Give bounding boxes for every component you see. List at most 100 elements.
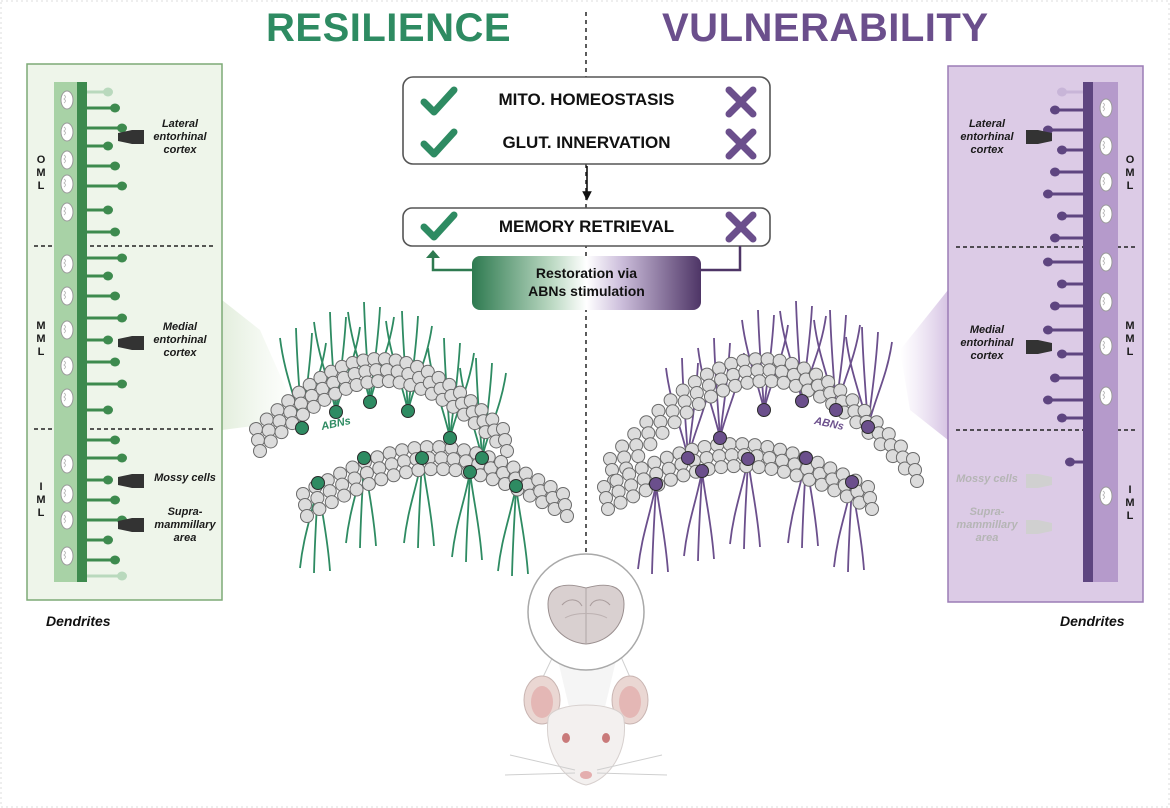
- granule-cell: [638, 483, 653, 498]
- abn-dendrite: [697, 470, 703, 562]
- abn-cell: [357, 451, 371, 465]
- granule-cell: [910, 474, 924, 488]
- granule-cell: [751, 460, 766, 475]
- mitochondrion-icon: [1099, 252, 1113, 272]
- spine-head: [1043, 257, 1053, 267]
- check-icon: [420, 86, 458, 116]
- spine-head: [117, 453, 127, 463]
- granule-cell: [728, 378, 743, 393]
- abn-cell: [829, 403, 843, 417]
- axon-terminal-icon: [1026, 520, 1052, 534]
- spine-head: [110, 103, 120, 113]
- spine-head: [110, 495, 120, 505]
- right-dentate-gyrus: [597, 300, 924, 575]
- abn-cell: [443, 431, 457, 445]
- mitochondrion-icon: [60, 484, 74, 504]
- spine-head: [1050, 105, 1060, 115]
- granule-cell: [789, 468, 804, 483]
- mitochondrion-icon: [1099, 336, 1113, 356]
- abn-cell: [509, 479, 523, 493]
- spine-head: [1050, 167, 1060, 177]
- spine-head: [117, 253, 127, 263]
- spine-head: [110, 161, 120, 171]
- center-flow: [402, 76, 771, 310]
- granule-cell: [386, 468, 401, 483]
- mitochondrion-icon: [60, 122, 74, 142]
- spine-head: [117, 571, 127, 581]
- right-dendrites-caption: Dendrites: [1060, 613, 1125, 629]
- abn-cell: [363, 395, 377, 409]
- spine-head: [103, 405, 113, 415]
- granule-cell: [500, 444, 514, 458]
- memory-retrieval-label: MEMORY RETRIEVAL: [498, 217, 675, 236]
- spine-head: [1050, 301, 1060, 311]
- granule-cell: [399, 465, 414, 480]
- granule-cell: [714, 460, 729, 475]
- granule-cell: [263, 434, 278, 449]
- granule-cell: [691, 396, 706, 411]
- axon-terminal-icon: [118, 336, 144, 350]
- spine-head: [103, 475, 113, 485]
- mitochondrion-icon: [60, 150, 74, 170]
- granule-cell: [676, 468, 691, 483]
- check-icon: [420, 128, 458, 158]
- abn-cell: [295, 421, 309, 435]
- restoration-line-2: ABNs stimulation: [528, 283, 645, 299]
- granule-cell: [312, 501, 327, 516]
- spine-head: [110, 435, 120, 445]
- mitochondrion-icon: [60, 202, 74, 222]
- axon-terminal-icon: [118, 130, 144, 144]
- granule-cell: [643, 437, 658, 452]
- spine-head: [103, 335, 113, 345]
- spine-head: [110, 357, 120, 367]
- granule-cell: [716, 383, 731, 398]
- granule-cell: [655, 425, 670, 440]
- spine-head: [1065, 457, 1075, 467]
- dendrite-core: [1083, 82, 1093, 582]
- mito-homeostasis-label: MITO. HOMEOSTASIS: [498, 90, 675, 109]
- mitochondrion-icon: [60, 510, 74, 530]
- left-dendrites-caption: Dendrites: [46, 613, 111, 629]
- spine-head: [110, 227, 120, 237]
- granule-cell: [802, 472, 817, 487]
- granule-cell: [300, 509, 314, 523]
- spine-head: [1050, 373, 1060, 383]
- granule-cell: [317, 392, 332, 407]
- abn-cell: [861, 420, 875, 434]
- mitochondrion-icon: [1099, 98, 1113, 118]
- cross-icon: [725, 86, 757, 118]
- mitochondrion-icon: [1099, 136, 1113, 156]
- mitochondrion-icon: [1099, 386, 1113, 406]
- right-zoom-fan: [900, 290, 948, 440]
- mitochondrion-icon: [60, 286, 74, 306]
- granule-cell: [601, 502, 615, 516]
- granule-cell: [865, 502, 879, 516]
- cross-icon: [725, 211, 757, 243]
- granule-cell: [626, 489, 641, 504]
- mitochondrion-icon: [60, 454, 74, 474]
- resilience-title: RESILIENCE: [266, 6, 512, 50]
- axon-terminal-icon: [1026, 474, 1052, 488]
- granule-cell: [663, 472, 678, 487]
- granule-cell: [679, 405, 694, 420]
- abn-dendrite: [313, 321, 337, 413]
- cross-icon: [725, 128, 757, 160]
- mitochondrion-icon: [60, 174, 74, 194]
- granule-cell: [764, 374, 779, 389]
- granule-cell: [436, 462, 451, 477]
- left-panel: [26, 63, 223, 601]
- spine-head: [117, 313, 127, 323]
- granule-cell: [349, 482, 364, 497]
- spine-head: [1057, 211, 1067, 221]
- spine-head: [1057, 279, 1067, 289]
- spine-head: [1043, 395, 1053, 405]
- dendrite-shaft: [1090, 82, 1118, 582]
- abn-dendrite: [451, 471, 471, 558]
